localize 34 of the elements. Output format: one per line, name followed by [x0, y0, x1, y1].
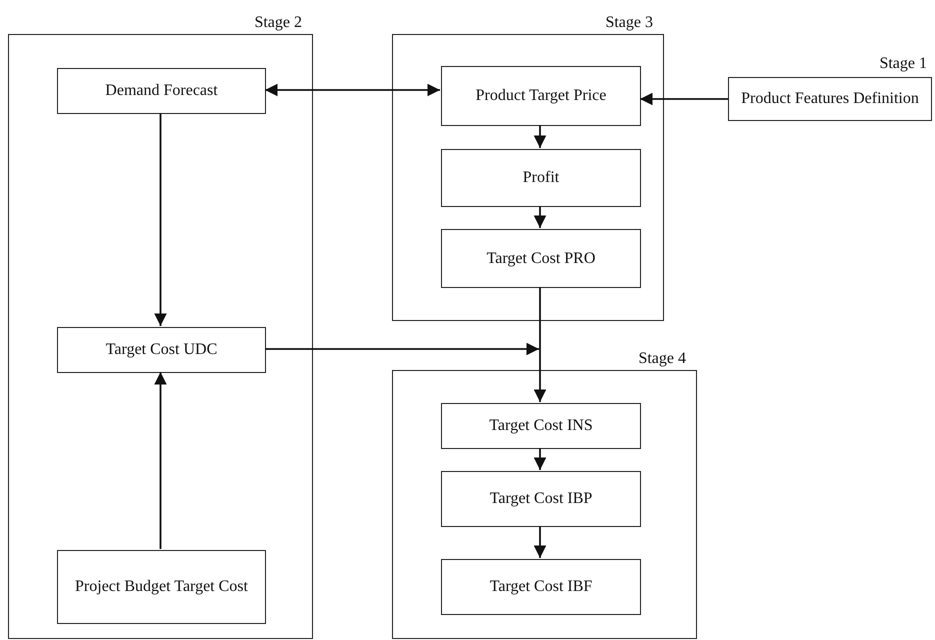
arrow — [640, 92, 728, 106]
process-box — [441, 149, 641, 207]
arrow — [534, 349, 546, 402]
process-box — [441, 403, 641, 449]
arrow — [265, 84, 440, 96]
stage-heading: Stage 3 — [605, 13, 653, 33]
process-box — [441, 66, 641, 126]
box-label: Product Features Definition — [741, 89, 919, 109]
arrow — [534, 125, 546, 148]
box-label: Demand Forecast — [105, 81, 218, 101]
process-box — [57, 68, 266, 114]
process-box — [441, 229, 641, 288]
arrow — [534, 526, 546, 558]
arrow — [154, 113, 167, 326]
process-box — [57, 327, 266, 373]
stage-heading: Stage 2 — [254, 13, 302, 33]
arrow — [154, 372, 167, 549]
box-label: Target Cost INS — [489, 416, 593, 436]
box-label: Target Cost IBF — [490, 577, 592, 597]
stage-heading: Stage 1 — [879, 54, 927, 74]
box-label: Product Target Price — [476, 86, 606, 106]
box-label: Target Cost PRO — [486, 248, 596, 268]
process-box — [441, 559, 641, 615]
stage-heading: Stage 4 — [638, 349, 686, 369]
connector-line — [539, 287, 541, 349]
arrow — [534, 448, 546, 470]
process-box — [57, 550, 266, 624]
process-box — [441, 471, 641, 527]
arrow — [265, 342, 539, 356]
box-label: Profit — [522, 168, 560, 188]
box-label: Project Budget Target Cost — [75, 577, 248, 597]
box-label: Target Cost IBP — [490, 489, 592, 509]
arrow — [534, 206, 546, 228]
box-label: Target Cost UDC — [106, 340, 218, 360]
